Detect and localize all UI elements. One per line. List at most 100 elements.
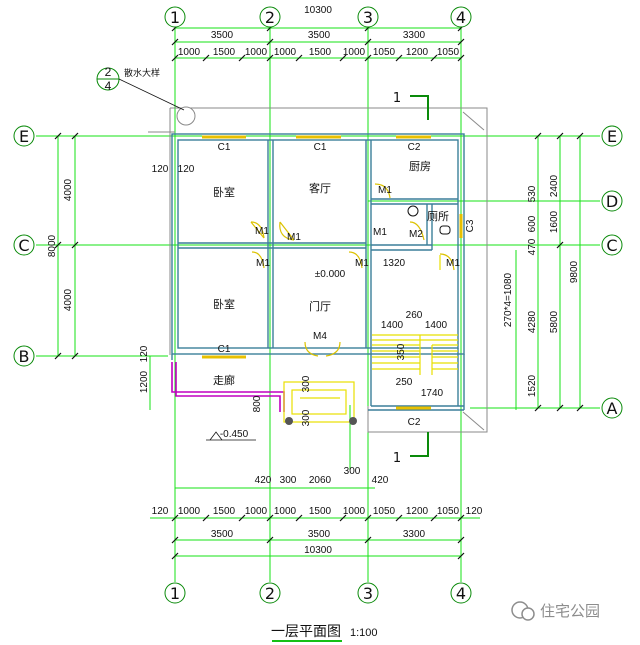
axis-a-right: A: [607, 399, 618, 418]
axis-2-top: 2: [265, 8, 275, 27]
dim-right-c2-2: 600: [527, 215, 538, 232]
room-living: 客厅: [309, 181, 331, 195]
dim-right-c1-2: 5800: [549, 310, 560, 333]
room-kitchen: 厨房: [409, 160, 431, 173]
door-label-7: M2: [409, 229, 423, 240]
dim-bottom-total: 10300: [304, 545, 332, 556]
note-wall-120b: 120: [178, 164, 195, 175]
building-outline: [148, 107, 488, 433]
dim-right-outer: 9800: [569, 260, 580, 283]
dim-right-c2-3: 1600: [549, 210, 560, 233]
axis-3-top: 3: [363, 8, 373, 27]
dim-entry-5: 420: [372, 475, 389, 486]
dim-top-seg-6: 1000: [343, 47, 366, 58]
dim-top-seg-2: 1500: [213, 47, 236, 58]
section-mark-top: 1: [393, 91, 401, 106]
window-label-c2-a: C2: [408, 142, 421, 153]
dim-left-wall-offset: 120: [139, 345, 150, 362]
windows-layer: [202, 135, 463, 410]
note-1320: 1320: [383, 258, 406, 269]
room-foyer: 门厅: [309, 299, 331, 313]
dim-entry-3: 2060: [309, 475, 332, 486]
door-label-2: M1: [287, 232, 301, 243]
dim-bottom-seg-10: 1050: [437, 506, 460, 517]
dim-bottom-seg-1: 120: [152, 506, 169, 517]
dim-entry-2: 300: [280, 475, 297, 486]
dim-top-span-2: 3500: [308, 30, 331, 41]
door-label-9: M4: [313, 331, 327, 342]
dim-bottom-seg-6: 1500: [309, 506, 332, 517]
dim-entry-1: 420: [255, 475, 272, 486]
grid-lines: [36, 27, 600, 582]
axis-c-left: C: [18, 236, 29, 255]
axis-bubbles: [13, 6, 623, 604]
note-1400a: 1400: [381, 320, 404, 331]
watermark-text: 住宅公园: [540, 602, 600, 620]
door-label-8: M1: [446, 258, 460, 269]
room-corridor: 走廊: [213, 373, 235, 387]
dim-left-span-1: 4000: [63, 178, 74, 201]
dim-top-seg-5: 1500: [309, 47, 332, 58]
door-label-1: M1: [255, 226, 269, 237]
axis-4-top: 4: [456, 8, 466, 27]
dim-top-span-1: 3500: [211, 30, 234, 41]
detail-bubble-top: 2: [105, 65, 112, 79]
stairs: [283, 255, 458, 423]
dim-bottom-span-1: 3500: [211, 529, 234, 540]
axis-d-right: D: [606, 192, 618, 211]
axis-1-bottom: 1: [170, 584, 180, 603]
walls: [171, 133, 465, 411]
plan-scale: 1:100: [350, 627, 378, 639]
door-label-6: M1: [373, 227, 387, 238]
dim-bottom-seg-8: 1050: [373, 506, 396, 517]
dim-bottom-span-2: 3500: [308, 529, 331, 540]
axis-e-right: E: [607, 127, 617, 146]
dim-bottom-span-3: 3300: [403, 529, 426, 540]
detail-note: 散水大样: [124, 67, 160, 78]
column-right: [349, 417, 357, 425]
window-label-c1-c: C1: [218, 344, 231, 355]
note-1740: 1740: [421, 388, 444, 399]
note-outdoor-level: -0.450: [220, 429, 249, 440]
note-wall-120a: 120: [152, 164, 169, 175]
window-label-c2-b: C2: [408, 417, 421, 428]
dim-right-c1-1: 2400: [549, 174, 560, 197]
axis-1-top: 1: [170, 8, 180, 27]
dim-top-seg-9: 1050: [437, 47, 460, 58]
axis-4-bottom: 4: [456, 584, 466, 603]
dim-top-seg-8: 1200: [406, 47, 429, 58]
toilet-fixture-icon: [407, 205, 419, 217]
axis-c-right: C: [606, 236, 617, 255]
dim-left-corridor: 1200: [139, 370, 150, 393]
plan-title: 一层平面图: [271, 624, 341, 640]
axis-e-left: E: [19, 127, 29, 146]
window-label-c1-b: C1: [314, 142, 327, 153]
room-toilet: 厕所: [427, 210, 449, 223]
dim-right-c2-5: 4280: [527, 310, 538, 333]
dim-bottom-seg-7: 1000: [343, 506, 366, 517]
dim-right-stair: 270*4=1080: [503, 272, 514, 327]
note-800: 800: [252, 395, 263, 412]
section-mark-bottom: 1: [393, 451, 401, 466]
note-floor-level: ±0.000: [315, 269, 346, 280]
column-left: [285, 417, 293, 425]
note-250: 250: [396, 377, 413, 388]
dim-left-total: 8000: [47, 234, 58, 257]
section-cut: [410, 95, 429, 457]
dim-bottom-seg-9: 1200: [406, 506, 429, 517]
dim-bottom-seg-2: 1000: [178, 506, 201, 517]
axis-b-left: B: [19, 347, 30, 366]
dim-top-seg-1: 1000: [178, 47, 201, 58]
door-label-4: M1: [355, 258, 369, 269]
dim-top-seg-4: 1000: [274, 47, 297, 58]
dim-bottom-seg-4: 1000: [245, 506, 268, 517]
dim-right-c1-3: 1520: [527, 374, 538, 397]
room-bedroom-bottom: 卧室: [213, 297, 235, 311]
watermark: 住宅公园: [511, 601, 600, 621]
dim-bottom-seg-5: 1000: [274, 506, 297, 517]
door-label-5: M1: [378, 185, 392, 196]
dim-bottom-seg-3: 1500: [213, 506, 236, 517]
note-1400b: 1400: [425, 320, 448, 331]
corridor-railing: [171, 362, 285, 412]
